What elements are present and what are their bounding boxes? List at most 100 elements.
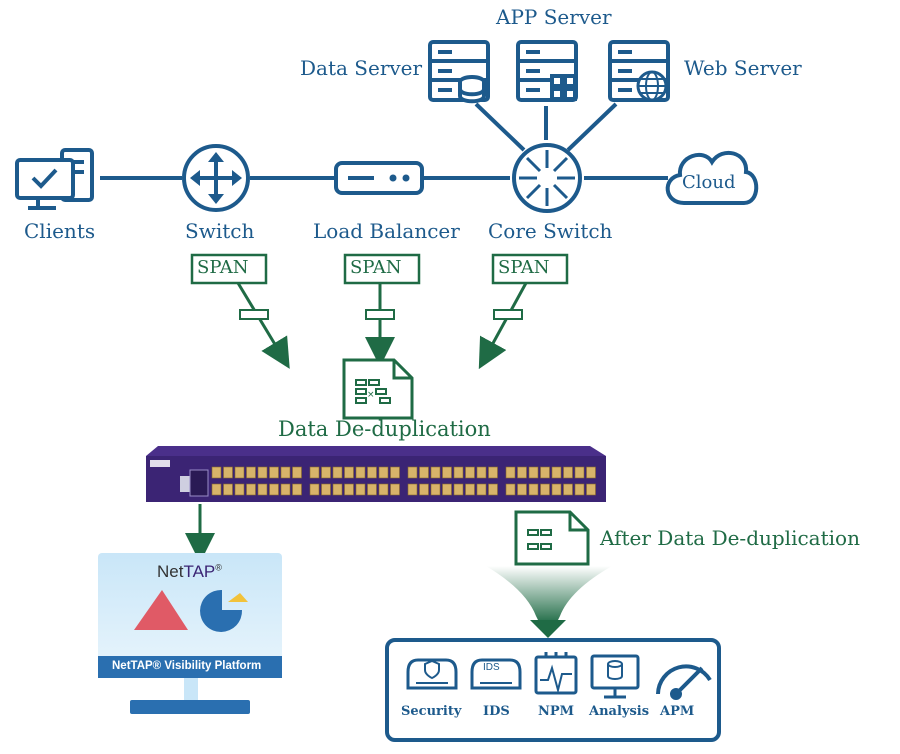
sfp-port — [540, 466, 550, 479]
app-server-icon — [516, 40, 578, 102]
sfp-port — [430, 483, 441, 496]
sfp-port — [453, 483, 464, 496]
logo-reg: ® — [215, 562, 222, 573]
sfp-port — [407, 466, 418, 479]
sfp-port — [344, 466, 354, 479]
span-label-1: SPAN — [197, 257, 249, 278]
node-label-clients: Clients — [24, 219, 96, 243]
span-label-3: SPAN — [498, 257, 550, 278]
span-box-2 — [343, 253, 421, 285]
sfp-port — [234, 483, 245, 496]
triangle-icon — [134, 590, 188, 630]
sfp-port — [442, 483, 452, 496]
sfp-port — [586, 466, 596, 479]
nettap-logo: NetTAP® — [157, 562, 222, 582]
ids-badge-text: IDS — [483, 662, 500, 673]
sfp-port — [488, 483, 498, 496]
link-webserver-coreswitch — [566, 102, 618, 152]
node-label-cloud: Cloud — [682, 172, 736, 193]
sfp-port — [586, 483, 596, 496]
sfp-port — [321, 483, 331, 496]
sfp-port — [476, 466, 487, 479]
link-dataserver-coreswitch — [474, 102, 526, 152]
load-balancer-icon — [334, 161, 424, 195]
sfp-port — [355, 483, 366, 496]
sfp-port — [563, 483, 573, 496]
dedup-document-icon: × — [342, 358, 414, 420]
sfp-port — [211, 466, 222, 479]
span-label-2: SPAN — [350, 257, 402, 278]
sfp-port — [280, 483, 291, 496]
sfp-port — [332, 483, 343, 496]
sfp-port — [465, 483, 475, 496]
sfp-port — [419, 483, 429, 496]
sfp-ports — [211, 466, 596, 496]
desktop-computer-icon — [15, 148, 94, 210]
span-box-1 — [190, 253, 268, 285]
npm-icon — [534, 652, 578, 695]
cloud-icon — [665, 151, 759, 205]
apm-gauge-icon — [656, 664, 712, 700]
node-label-core-switch: Core Switch — [488, 219, 613, 243]
sfp-port — [488, 466, 498, 479]
sfp-port — [574, 483, 585, 496]
node-label-load-balancer: Load Balancer — [313, 219, 460, 243]
sfp-port — [321, 466, 331, 479]
sfp-port — [246, 466, 256, 479]
tool-label-ids: IDS — [483, 704, 510, 719]
ids-appliance-icon — [470, 658, 522, 690]
sfp-port — [378, 466, 389, 479]
nettap-appliance — [146, 446, 606, 502]
node-label-web-server: Web Server — [684, 56, 802, 80]
platform-label: NetTAP® Visibility Platform — [112, 660, 262, 672]
sfp-port — [234, 466, 245, 479]
sfp-port — [390, 483, 400, 496]
span-group — [190, 253, 569, 370]
sfp-port — [367, 466, 377, 479]
sfp-port — [419, 466, 429, 479]
sfp-port — [442, 466, 452, 479]
tool-label-apm: APM — [660, 704, 695, 719]
sfp-port — [407, 483, 418, 496]
tool-label-analysis: Analysis — [589, 704, 650, 719]
logo-net: Net — [157, 562, 184, 581]
sfp-port — [540, 483, 550, 496]
sfp-port — [257, 483, 268, 496]
pie-icon — [200, 589, 243, 632]
funnel-arrow — [530, 620, 566, 638]
sfp-port — [292, 483, 302, 496]
visibility-platform-monitor — [98, 553, 282, 714]
sfp-port — [223, 466, 233, 479]
sfp-port — [309, 483, 320, 496]
logo-tap: TAP — [183, 562, 216, 581]
node-label-data-server: Data Server — [300, 56, 423, 80]
sfp-port — [211, 483, 222, 496]
sfp-port — [551, 483, 562, 496]
sfp-port — [332, 466, 343, 479]
analysis-monitor-icon — [590, 654, 640, 699]
sfp-port — [309, 466, 320, 479]
sfp-port — [246, 483, 256, 496]
sfp-port — [292, 466, 302, 479]
sfp-port — [378, 483, 389, 496]
span-box-3 — [491, 253, 569, 285]
sfp-port — [505, 466, 516, 479]
sfp-port — [574, 466, 585, 479]
sfp-port — [476, 483, 487, 496]
sfp-port — [528, 466, 539, 479]
svg-text:×: × — [367, 390, 375, 400]
sfp-port — [223, 483, 233, 496]
sfp-port — [430, 466, 441, 479]
data-server-icon — [428, 40, 490, 104]
after-document-icon — [514, 510, 590, 566]
after-dedup-label: After Data De-duplication — [600, 526, 860, 550]
web-server-icon — [608, 40, 670, 102]
funnel-shape — [486, 566, 612, 624]
core-switch-icon — [512, 143, 582, 213]
connection-lines — [100, 102, 668, 180]
node-label-switch: Switch — [185, 219, 255, 243]
yellow-triangle-icon — [228, 593, 248, 602]
tool-label-security: Security — [401, 704, 462, 719]
